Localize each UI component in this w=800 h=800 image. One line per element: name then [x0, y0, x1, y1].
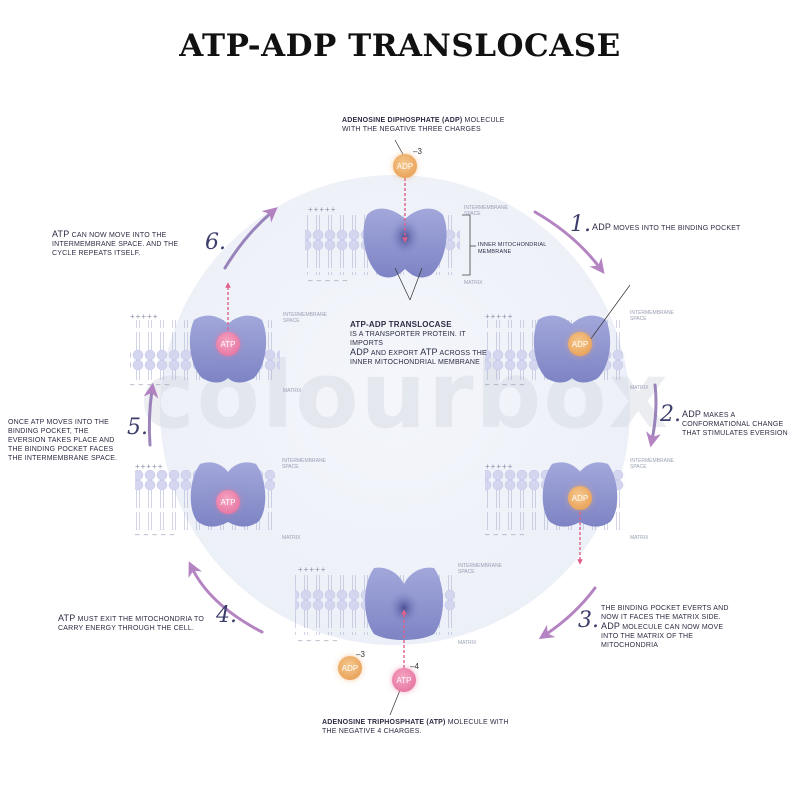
adp-molecule-top: ADP — [393, 154, 417, 178]
step-number-2: 2. — [660, 402, 681, 427]
cycle-arrow-2 — [646, 383, 661, 448]
center-caption-pointer-left — [394, 267, 411, 301]
inner-membrane-bracket — [462, 214, 471, 276]
step-6-lead: ATP — [52, 229, 70, 239]
step-text-4: ATP must exit the mitochondria to carry … — [58, 614, 208, 633]
translocase-protein-bottom — [365, 567, 443, 640]
atp-label: ATP — [220, 339, 236, 349]
matrix-label-right-upper: Matrix — [630, 385, 649, 391]
intermembrane-label-left-lower: Intermembrane space — [282, 458, 326, 470]
intermembrane-label-right-upper: Intermembrane space — [630, 310, 674, 322]
center-caption-atp: ATP — [420, 347, 438, 357]
step-5-lead: Once ATP — [8, 419, 45, 426]
adp-charge-released: –3 — [356, 650, 365, 659]
plus-charges-right-upper: +++++ — [485, 312, 514, 321]
step-1-body: moves into the binding pocket — [611, 225, 741, 232]
cycle-arrow-3 — [538, 586, 597, 640]
adp-caption-rest: molecule with the negative three charges — [342, 117, 505, 133]
intermembrane-label-left-upper: Intermembrane space — [283, 312, 327, 324]
plus-charges-top: +++++ — [308, 205, 337, 214]
minus-charges-right-lower: – – – – – — [485, 530, 526, 539]
cycle-arrow-5 — [143, 382, 159, 447]
atp-molecule-bound-2: ATP — [216, 332, 240, 356]
adp-molecule-bound-2: ADP — [568, 486, 592, 510]
step-5-body: moves into the binding pocket, the evers… — [8, 419, 118, 462]
center-caption-pointer-right — [409, 267, 423, 301]
atp-label: ATP — [220, 497, 236, 507]
adp-label: ADP — [396, 161, 414, 171]
center-caption-line1: is a transporter protein. It imports — [350, 331, 466, 347]
matrix-label-left-upper: Matrix — [283, 388, 302, 394]
step-number-4: 4. — [216, 603, 237, 628]
step-number-5: 5. — [127, 415, 148, 440]
intermembrane-label-top: Intermembrane space — [464, 205, 508, 217]
atp-molecule-caption: Adenosine triphosphate (ATP) molecule wi… — [322, 718, 512, 736]
center-caption: ATP-ADP TRANSLOCASE is a transporter pro… — [350, 320, 490, 367]
inner-membrane-label: Inner mitochondrial membrane — [478, 242, 547, 255]
step-4-body: must exit the mitochondria to carry ener… — [58, 616, 204, 632]
step-text-2: ADP makes a conformational change that s… — [682, 410, 797, 438]
center-caption-line3: inner mitochondrial membrane — [350, 359, 481, 366]
step-3-lead2: ADP — [601, 621, 621, 631]
atp-caption-bold: Adenosine triphosphate (ATP) — [322, 719, 446, 726]
adp-label: ADP — [571, 339, 589, 349]
step-number-3: 3. — [578, 608, 599, 633]
minus-charges-top: – – – – – — [308, 276, 349, 285]
adp-charge-top: –3 — [413, 147, 422, 156]
step-3-body2: molecule can now move into the Matrix of… — [601, 624, 724, 649]
plus-charges-right-lower: +++++ — [485, 462, 514, 471]
minus-charges-bottom: – – – – – — [298, 636, 339, 645]
center-caption-adp: ADP — [350, 347, 370, 357]
minus-charges-left-lower: – – – – – — [135, 530, 176, 539]
matrix-label-top: Matrix — [464, 280, 483, 286]
step-4-lead: ATP — [58, 613, 76, 623]
minus-charges-left-upper: – – – – – — [130, 380, 171, 389]
adp-molecule-released: ADP — [338, 656, 362, 680]
step-6-body: can now move into the intermembrane spac… — [52, 232, 179, 257]
atp-caption-rest: molecule with the negative 4 charges. — [322, 719, 509, 735]
plus-charges-left-upper: +++++ — [130, 312, 159, 321]
adp-label: ADP — [341, 663, 359, 673]
cycle-arrow-1 — [533, 210, 605, 274]
atp-caption-pointer — [389, 689, 401, 716]
right-upper-pointer — [589, 284, 631, 341]
step-text-5: Once ATP moves into the binding pocket, … — [8, 418, 126, 463]
matrix-label-right-lower: Matrix — [630, 535, 649, 541]
step-2-body: makes a conformational change that stimu… — [682, 412, 788, 437]
center-caption-end: across the — [437, 350, 487, 357]
step-number-1: 1. — [570, 212, 591, 237]
atp-molecule-bound-1: ATP — [216, 490, 240, 514]
atp-molecule-bottom: ATP — [392, 668, 416, 692]
matrix-label-left-lower: Matrix — [282, 535, 301, 541]
cycle-arrow-4 — [188, 561, 264, 634]
intermembrane-label-right-lower: Intermembrane space — [630, 458, 674, 470]
page-title: ATP-ADP TRANSLOCASE — [179, 28, 621, 64]
adp-molecule-caption: Adenosine diphosphate (ADP) molecule wit… — [342, 116, 512, 134]
plus-charges-left-lower: +++++ — [135, 462, 164, 471]
step-text-6: ATP can now move into the intermembrane … — [52, 230, 202, 258]
translocase-protein-top — [363, 208, 447, 278]
intermembrane-label-bottom: Intermembrane space — [458, 563, 502, 575]
adp-caption-bold: Adenosine diphosphate (ADP) — [342, 117, 463, 124]
plus-charges-bottom: +++++ — [298, 565, 327, 574]
adp-label: ADP — [571, 493, 589, 503]
atp-charge-bottom: –4 — [410, 662, 419, 671]
atp-label: ATP — [396, 675, 412, 685]
center-caption-mid: and export — [369, 350, 421, 357]
step-2-lead: ADP — [682, 409, 702, 419]
step-1-lead: ADP — [592, 222, 612, 232]
cycle-arrow-6 — [223, 207, 278, 270]
minus-charges-right-upper: – – – – – — [485, 380, 526, 389]
step-text-1: ADP moves into the binding pocket — [592, 223, 742, 233]
matrix-label-bottom: Matrix — [458, 640, 477, 646]
center-caption-heading: ATP-ADP TRANSLOCASE — [350, 320, 452, 329]
step-text-3: The binding pocket everts and now it fac… — [601, 604, 736, 650]
step-3-body: The binding pocket everts and now it fac… — [601, 605, 729, 621]
adp-molecule-bound-1: ADP — [568, 332, 592, 356]
step-number-6: 6. — [205, 230, 226, 255]
